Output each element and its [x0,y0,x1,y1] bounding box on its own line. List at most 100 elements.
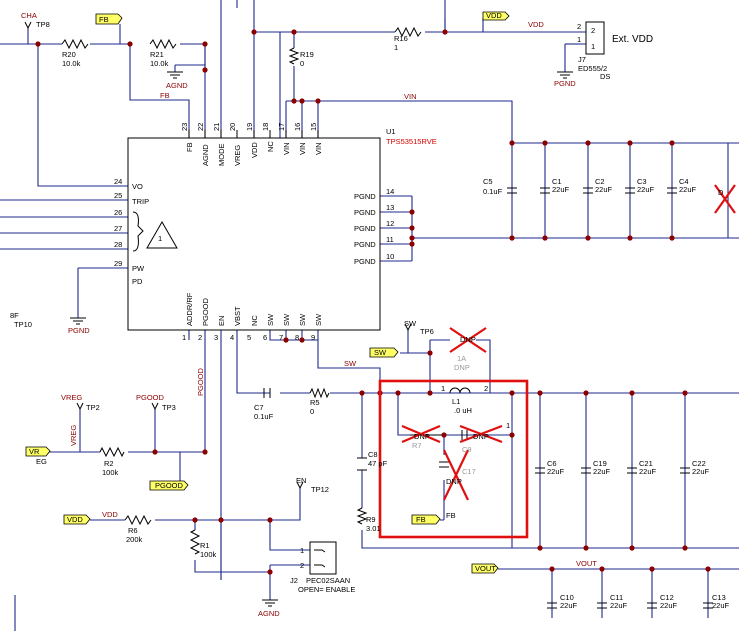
r6-val: 200k [126,535,143,544]
flag-pgood [149,480,189,491]
svg-text:VO: VO [132,182,143,191]
net-pgood-label: PGOOD [136,393,165,402]
tp6-net-label: SW [404,319,417,328]
testpoint-symbols [24,21,412,490]
net-cha-label: CHA [21,11,37,20]
ic-u1-body [127,137,381,331]
svg-text:PW: PW [132,264,145,273]
c13-val: 22uF [712,601,730,610]
dnp-c9-label: DNP [473,432,489,441]
svg-text:7: 7 [279,333,283,342]
j7-pin2-outer: 2 [577,22,581,31]
r20-val: 10.0k [62,59,81,68]
capacitors [263,187,713,609]
fb-box-net-text: FB [446,511,456,520]
svg-text:PGOOD: PGOOD [201,297,210,326]
tp8-icon [24,21,32,30]
svg-text:28: 28 [114,240,122,249]
flag-fb-top [95,13,123,25]
l1-pin2: 2 [484,384,488,393]
svg-text:19: 19 [245,123,254,131]
c1-ref: C1 [552,177,562,186]
c1-val: 22uF [552,185,570,194]
dnp-x-right [714,184,736,214]
r16-ref: R16 [394,34,408,43]
svg-text:VIN: VIN [314,142,323,155]
c19-ref: C19 [593,459,607,468]
flag-sw [369,347,399,358]
j2-pin2: 2 [300,561,304,570]
c21-val: 22uF [639,467,657,476]
brace-icon [132,211,144,252]
c4-body [667,187,677,194]
ic-pin-stubs [188,130,319,138]
flag-vout-text: VOUT [475,564,496,573]
tp2-icon [76,402,84,411]
svg-text:27: 27 [114,224,122,233]
svg-text:FB: FB [185,142,194,152]
connector-j2 [309,541,337,575]
c10-ref: C10 [560,593,574,602]
pgnd-left-icon [70,317,86,325]
tp10-prefix-label: 8F [10,311,19,320]
svg-text:1: 1 [182,333,186,342]
flag-fb-box-text: FB [416,515,426,524]
c5-val: 0.1uF [483,187,503,196]
dnp-r7-label: DNP [414,432,430,441]
ground-symbols [70,71,573,607]
ic-ref: U1 [386,127,396,136]
r5-val: 0 [310,407,314,416]
svg-text:VDD: VDD [250,142,259,158]
dnp-cross-marks [401,184,736,501]
c12-body [647,602,657,609]
net-vreg-label: VREG [61,393,82,402]
dnp-x-c17 [443,449,469,501]
svg-text:VIN: VIN [282,142,291,155]
r21-val: 10.0k [150,59,169,68]
c9-pin-label: 1 [506,421,510,430]
net-vreg-vertical: VREG [69,425,78,446]
agnd-bottom-label: AGND [258,609,280,618]
svg-text:NC: NC [250,315,259,326]
c12-val: 22uF [660,601,678,610]
note-triangle-icon [146,220,178,249]
svg-text:20: 20 [228,123,237,131]
tp6-icon [404,323,412,332]
svg-text:18: 18 [261,123,270,131]
svg-text:23: 23 [180,123,189,131]
svg-text:4: 4 [230,333,234,342]
c3-ref: C3 [637,177,647,186]
svg-text:EN: EN [217,316,226,326]
svg-text:PD: PD [132,277,143,286]
r19-ref: R19 [300,50,314,59]
c7-val: 0.1uF [254,412,274,421]
svg-text:SW: SW [314,313,323,326]
c7-body [263,388,271,398]
r20-ref: R20 [62,50,76,59]
r19-body [288,47,300,65]
c5-body [507,187,517,194]
r9-ref: R9 [366,515,376,524]
c22-body [680,467,690,474]
flag-vdd-top-text: VDD [486,11,502,20]
c13-ref: C13 [712,593,726,602]
svg-text:PGND: PGND [354,208,376,217]
svg-text:PGND: PGND [354,240,376,249]
dnp-top-dnp2: DNP [454,363,470,372]
net-fb-label: FB [160,91,170,100]
text-labels: CHA FB VDD VIN SW VDD VOUT VREG PGOOD EN… [10,11,730,618]
net-vout-label: VOUT [576,559,597,568]
j2-note: OPEN= ENABLE [298,585,355,594]
dnp-x-top [449,327,487,353]
agnd-top-label: AGND [166,81,188,90]
c21-ref: C21 [639,459,653,468]
agnd-top-icon [167,71,183,79]
svg-text:PGND: PGND [354,224,376,233]
svg-text:MODE: MODE [217,144,226,167]
c1-body [540,187,550,194]
flag-fb-box [411,514,441,525]
c2-ref: C2 [595,177,605,186]
